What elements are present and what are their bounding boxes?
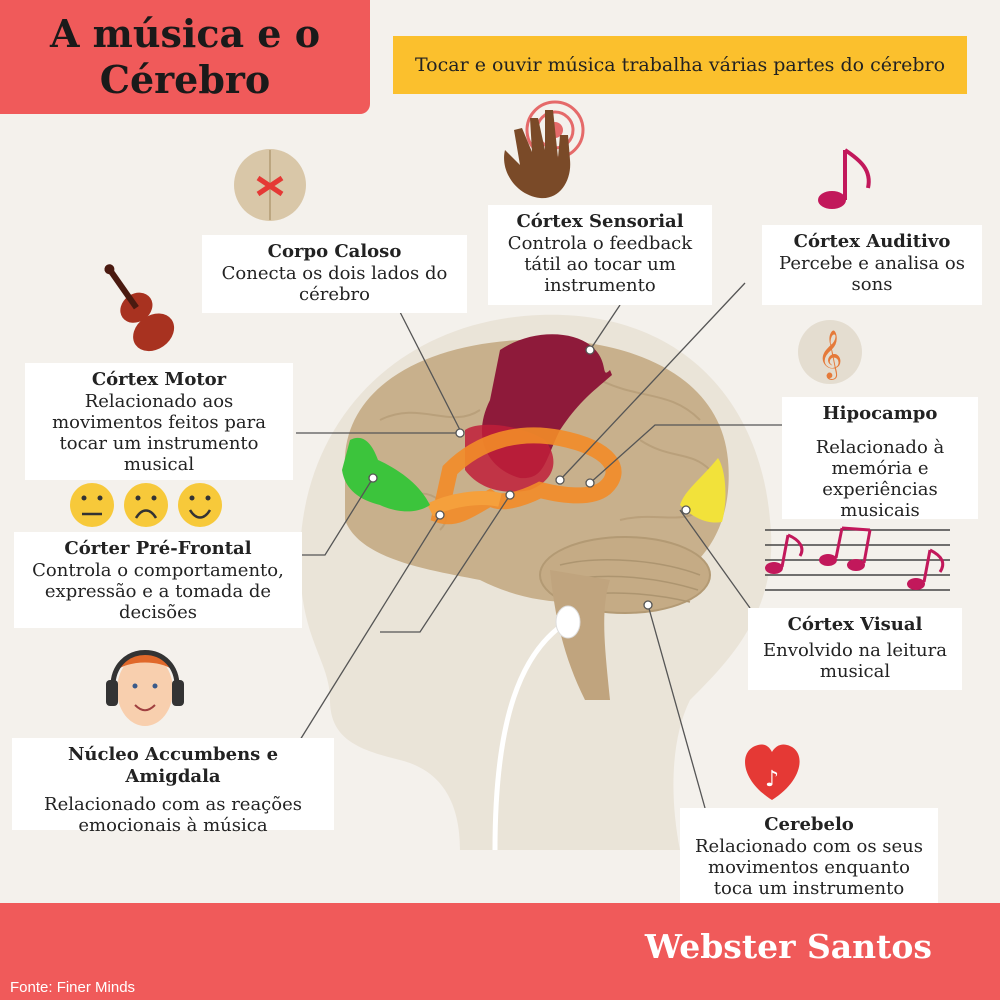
subtitle-banner: Tocar e ouvir música trabalha várias par… <box>393 36 967 94</box>
card-desc-line: musicais <box>840 500 920 521</box>
headphones-person-icon <box>106 650 184 726</box>
card-hipocampo: Hipocampo Relacionado à memória e experi… <box>782 397 978 521</box>
violin-icon <box>104 264 175 352</box>
card-desc-line: movimentos enquanto <box>708 857 910 878</box>
music-note-icon <box>818 148 871 209</box>
card-cortex-sensorial: Córtex Sensorial Controla o feedback tát… <box>488 205 712 305</box>
footer-bar: Webster Santos Fonte: Finer Minds <box>0 903 1000 1000</box>
happy-face-icon <box>178 483 222 527</box>
heart-music-icon: ♪ <box>745 744 800 800</box>
card-title: Cerebelo <box>764 814 854 835</box>
card-desc-line: Envolvido na leitura <box>763 640 947 661</box>
card-desc-line: Controla o comportamento, <box>32 560 284 581</box>
card-corpo-caloso: Corpo Caloso Conecta os dois lados do cé… <box>202 235 467 313</box>
card-desc-line: tátil ao tocar um <box>524 254 676 275</box>
card-desc-line: instrumento <box>544 275 656 296</box>
svg-text:♪: ♪ <box>765 767 779 792</box>
card-desc-line: Relacionado com as reações <box>44 794 302 815</box>
brain-stem <box>550 570 610 700</box>
hand-touch-icon <box>504 100 585 199</box>
card-desc-line: experiências <box>822 479 938 500</box>
card-title: Córter Pré-Frontal <box>64 538 252 559</box>
svg-text:𝄞: 𝄞 <box>818 329 843 380</box>
card-title: Córtex Sensorial <box>516 211 684 232</box>
card-desc-line: decisões <box>119 602 197 623</box>
treble-clef-icon: 𝄞 <box>798 320 862 384</box>
card-title: Núcleo Accumbens e Amigdala <box>67 744 279 787</box>
earphone-cable <box>492 617 572 851</box>
card-title: Córtex Motor <box>91 369 227 390</box>
source-credit: Fonte: Finer Minds <box>10 979 136 996</box>
card-desc-line: movimentos feitos para <box>52 412 266 433</box>
card-desc-line: emocionais à música <box>78 815 268 836</box>
earphone <box>555 605 581 639</box>
card-title: Córtex Visual <box>787 614 923 635</box>
subtitle-text: Tocar e ouvir música trabalha várias par… <box>414 54 946 76</box>
card-desc-line: Relacionado aos <box>84 391 234 412</box>
card-title: Corpo Caloso <box>267 241 402 262</box>
brain-top-icon <box>234 149 306 221</box>
accumbens-region <box>426 491 502 517</box>
connector-dots <box>368 345 691 610</box>
card-desc-line: Relacionado com os seus <box>695 836 923 857</box>
card-desc-line: expressão e a tomada de <box>44 581 272 602</box>
visual-region <box>680 458 726 523</box>
page-title-line2: Cérebro <box>99 57 271 102</box>
sad-face-icon <box>124 483 168 527</box>
card-desc-line: musical <box>123 454 195 475</box>
neutral-face-icon <box>70 483 114 527</box>
card-nucleo-accumbens: Núcleo Accumbens e Amigdala Relacionado … <box>12 738 334 836</box>
card-desc-line: toca um instrumento <box>713 878 905 899</box>
card-desc-line: Percebe e analisa os <box>779 253 965 274</box>
card-desc-line: Relacionado à <box>815 437 945 458</box>
card-title: Córtex Auditivo <box>793 231 951 252</box>
card-desc-line: cérebro <box>299 284 370 305</box>
card-desc-line: tocar um instrumento <box>59 433 259 454</box>
card-cortex-motor: Córtex Motor Relacionado aos movimentos … <box>25 363 293 480</box>
card-desc-line: sons <box>851 274 893 295</box>
card-desc-line: memória e <box>831 458 929 479</box>
card-corter-pre-frontal: Córter Pré-Frontal Controla o comportame… <box>14 532 302 628</box>
card-cerebelo: Cerebelo Relacionado com os seus movimen… <box>680 808 938 903</box>
page-title-line1: A música e o <box>49 11 321 56</box>
card-cortex-auditivo: Córtex Auditivo Percebe e analisa os son… <box>762 225 982 305</box>
connector-lines <box>296 282 782 809</box>
card-desc-line: Controla o feedback <box>507 233 693 254</box>
card-desc-line: Conecta os dois lados do <box>221 263 448 284</box>
card-desc-line: musical <box>819 661 891 682</box>
card-title: Hipocampo <box>822 403 938 424</box>
author-name: Webster Santos <box>644 927 932 966</box>
title-box: A música e o Cérebro <box>0 0 370 114</box>
card-cortex-visual: Córtex Visual Envolvido na leitura music… <box>748 608 962 690</box>
music-staff-icon <box>765 526 950 591</box>
